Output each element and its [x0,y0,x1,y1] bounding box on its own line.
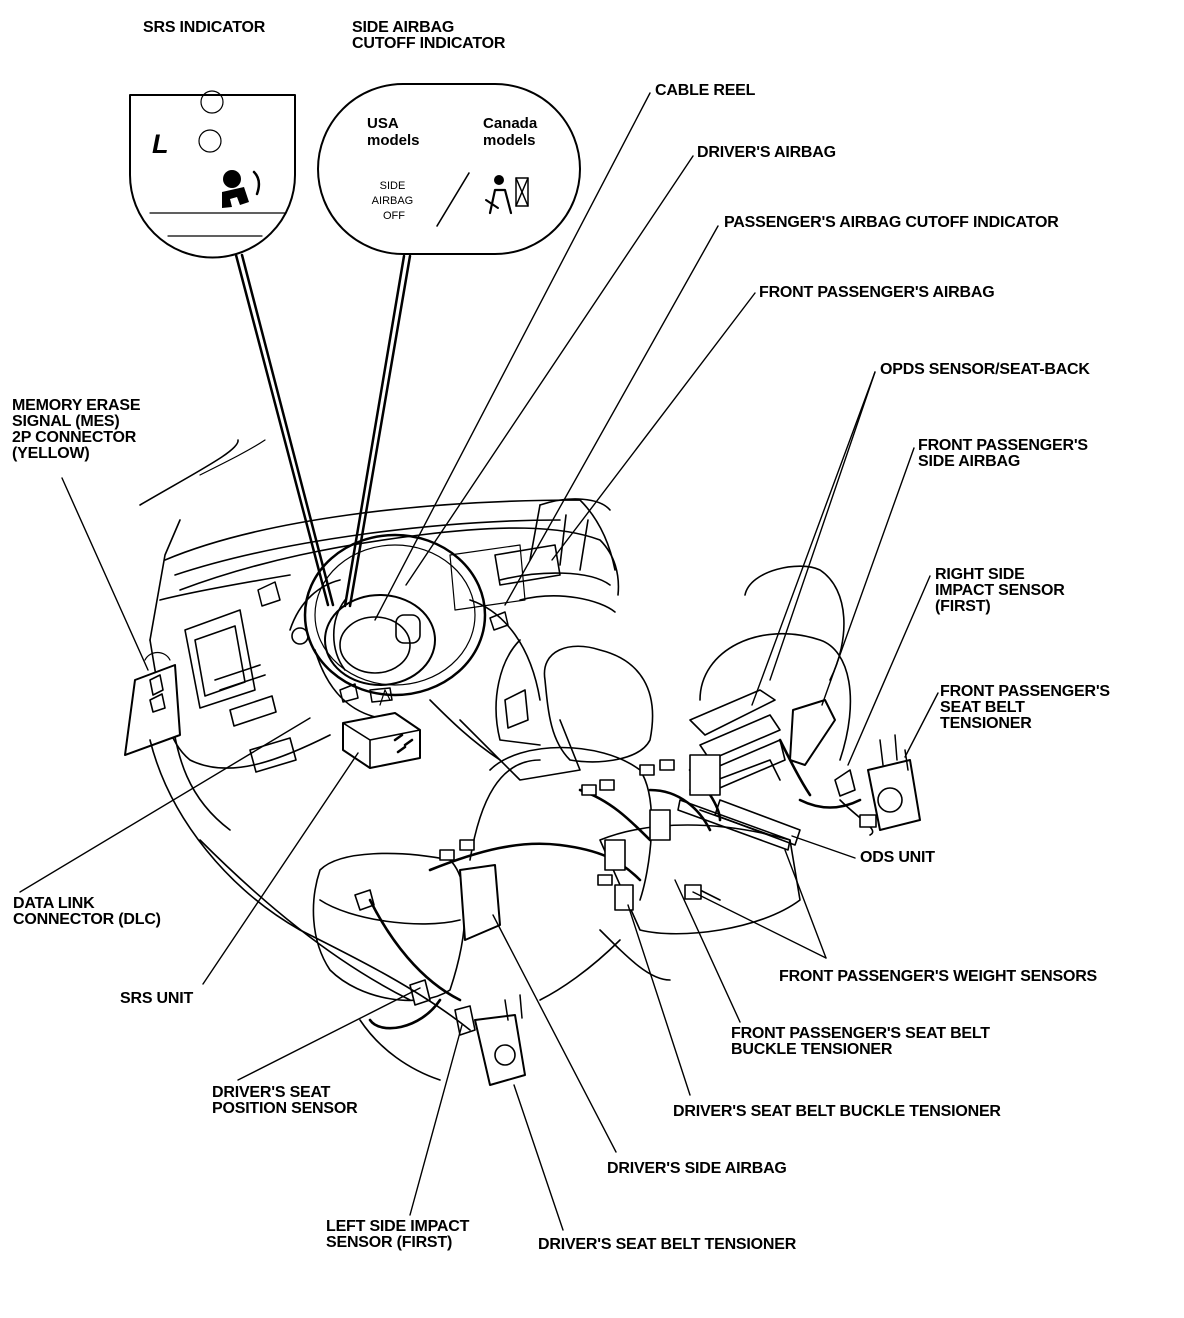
srs-unit-module [342,689,421,769]
front-passenger-buckle-tensioner-label: FRONT PASSENGER'S SEAT BELT BUCKLE TENSI… [731,1025,990,1058]
ods-unit-label: ODS UNIT [860,849,935,866]
front-passenger-seat-belt-tensioner-label: FRONT PASSENGER'S SEAT BELT TENSIONER [940,683,1110,732]
usa-models-label: USA models [367,115,420,149]
cable-reel-label: CABLE REEL [655,82,756,99]
right-side-impact-sensor-label: RIGHT SIDE IMPACT SENSOR (FIRST) [935,566,1065,615]
passenger-airbag-off-icon [485,175,529,215]
drivers-seat-position-sensor-label: DRIVER'S SEAT POSITION SENSOR [212,1084,358,1117]
callout-leader-lines [19,92,939,1231]
floor-and-sills [149,739,721,1081]
passenger-airbag-cutoff-indicator-label: PASSENGER'S AIRBAG CUTOFF INDICATOR [724,214,1059,231]
canada-models-label: Canada models [483,115,541,149]
srs-indicator-title: SRS INDICATOR [143,19,266,36]
front-passenger-airbag-label: FRONT PASSENGER'S AIRBAG [759,284,995,301]
side-airbag-off-line-3: OFF [383,210,405,222]
panel-leaders [234,253,412,608]
side-airbag-off-line-1: SIDE [380,180,406,192]
drivers-seat-belt-tensioner-label: DRIVER'S SEAT BELT TENSIONER [538,1236,797,1253]
airbag-warning-icon [222,170,261,208]
front-passenger-side-airbag-label: FRONT PASSENGER'S SIDE AIRBAG [918,437,1088,470]
usa-models-line-1: USA [367,115,399,132]
data-link-connector-label: DATA LINK CONNECTOR (DLC) [13,895,161,928]
srs-lamp-letter: L [152,129,169,159]
left-side-impact-sensor-label: LEFT SIDE IMPACT SENSOR (FIRST) [326,1218,470,1251]
harness-connectors [439,754,877,911]
side-airbag-cutoff-indicator-title: SIDE AIRBAG CUTOFF INDICATOR [352,19,506,52]
front-passenger-weight-sensors-label: FRONT PASSENGER'S WEIGHT SENSORS [779,968,1098,985]
mes-connector-panel [124,651,181,756]
srs-unit-label: SRS UNIT [120,990,194,1007]
canada-models-line-1: Canada [483,115,538,132]
drivers-side-airbag-label: DRIVER'S SIDE AIRBAG [607,1160,787,1177]
side-airbag-cutoff-indicator-panel: USA models Canada models SIDE AIRBAG OFF [317,83,581,255]
usa-models-line-2: models [367,132,420,149]
passenger-airbag-lid [494,544,561,586]
opds-sensor-label: OPDS SENSOR/SEAT-BACK [880,361,1090,378]
memory-erase-signal-label: MEMORY ERASE SIGNAL (MES) 2P CONNECTOR (… [12,397,141,462]
canada-models-line-2: models [483,132,536,149]
side-airbag-off-lamp: SIDE AIRBAG OFF [372,180,417,222]
drivers-buckle-tensioner-label: DRIVER'S SEAT BELT BUCKLE TENSIONER [673,1103,1001,1120]
passenger-belt-tensioner [834,734,921,836]
connector-clusters [257,581,509,703]
drivers-airbag-label: DRIVER'S AIRBAG [697,144,836,161]
drivers-seat [312,746,653,1086]
side-airbag-off-line-2: AIRBAG [372,195,414,207]
srs-indicator-panel: L [129,90,296,259]
dashboard [139,439,620,831]
steering-wheel [291,533,487,721]
